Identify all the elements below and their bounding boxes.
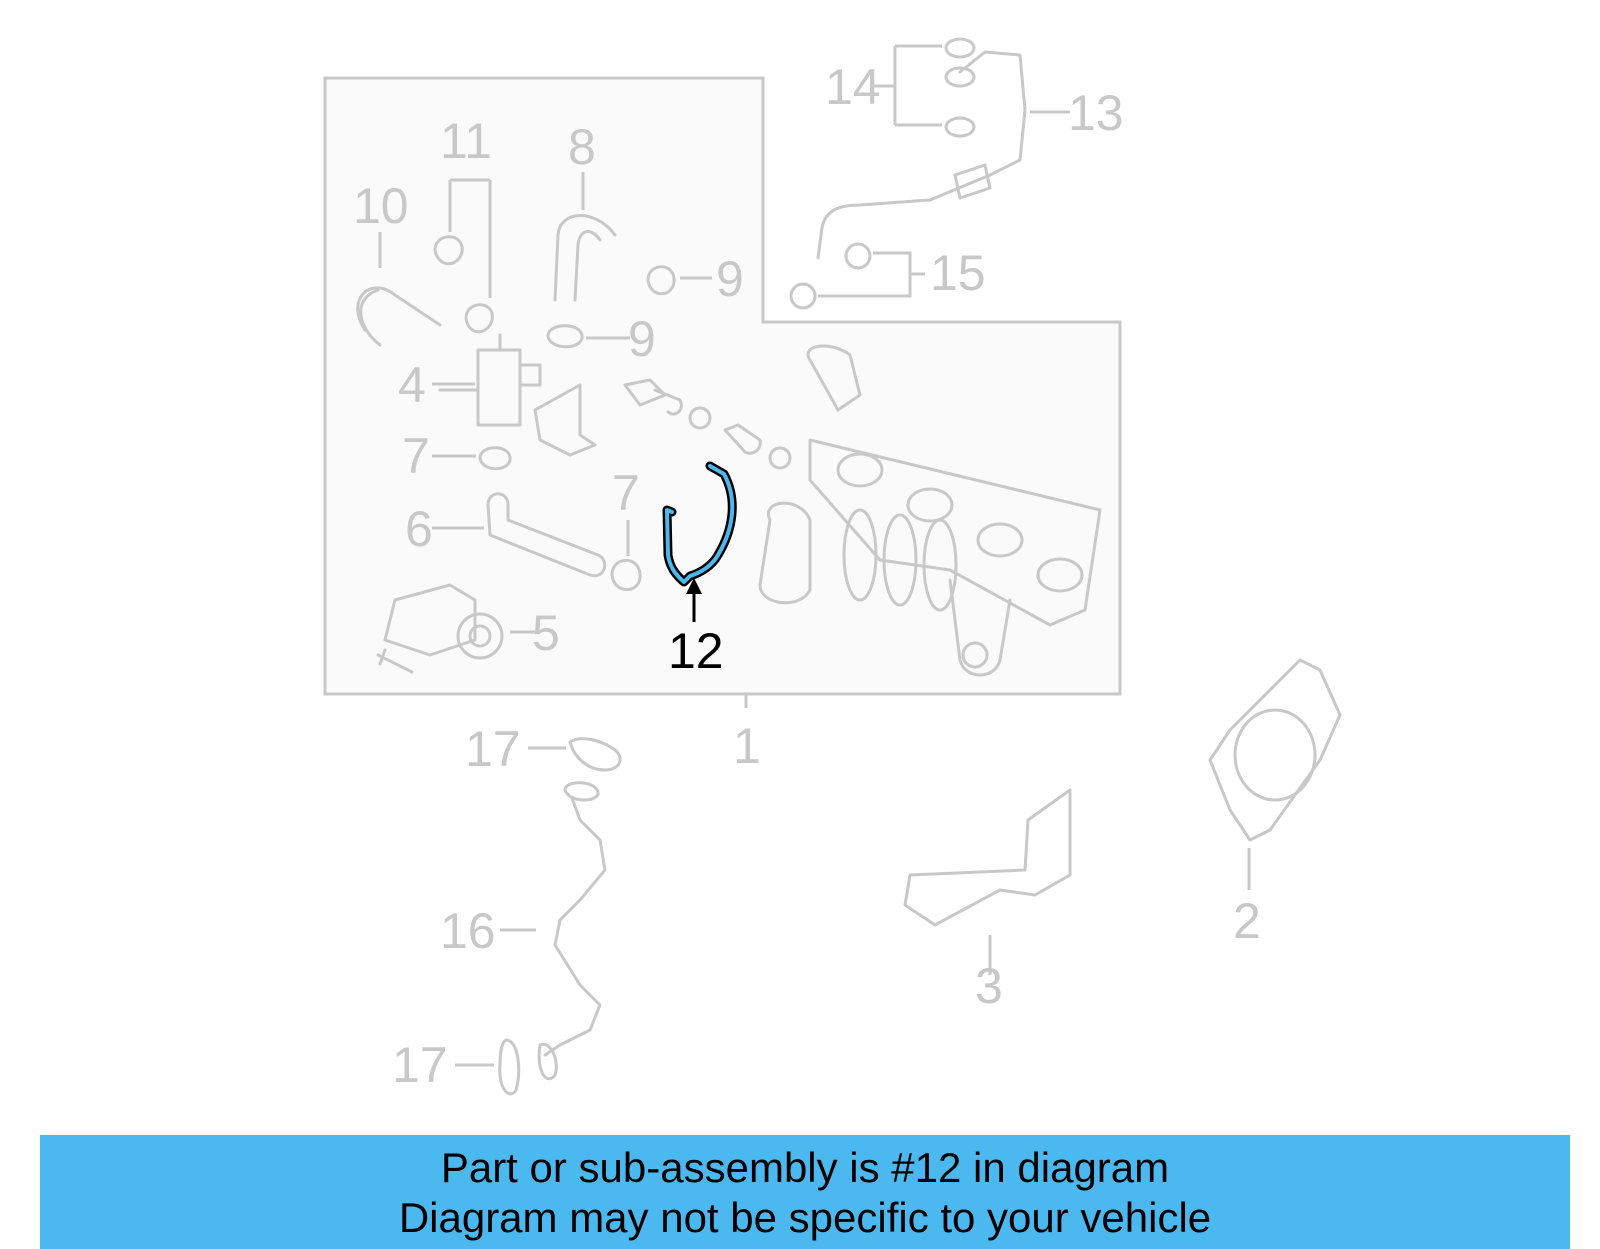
- part-14-washer-bottom: [944, 116, 976, 138]
- parts-diagram: 1 2 3 4 5 6 7 7 8 9 9 10 11 12 13 14 15 …: [323, 37, 1342, 1096]
- part-14-washer-mid: [944, 66, 976, 88]
- callout-3: 3: [975, 958, 1003, 1014]
- part-7-clamp-lower: [610, 558, 642, 592]
- callout-14: 14: [825, 59, 881, 115]
- part-14-washer-top: [944, 37, 976, 59]
- callout-16: 16: [440, 903, 496, 959]
- part-15-washer-upper: [844, 242, 872, 270]
- part-8-hose: [553, 214, 617, 302]
- callout-8: 8: [568, 119, 596, 175]
- callout-2: 2: [1233, 893, 1261, 949]
- part-3-bracket: [903, 788, 1072, 927]
- part-10-hose: [356, 286, 442, 347]
- callout-17-upper: 17: [465, 721, 521, 777]
- bracket: [533, 383, 597, 457]
- callout-1: 1: [733, 718, 761, 774]
- callout-15: 15: [930, 245, 986, 301]
- part-16-flange-bottom: [537, 1042, 558, 1081]
- part-9-clamp-upper: [646, 265, 676, 296]
- washer-2: [768, 446, 792, 470]
- part-13-oil-line: [816, 50, 1027, 260]
- callout-9-upper: 9: [716, 251, 744, 307]
- part-6-hose: [486, 492, 607, 578]
- banjo-bolt-2: [723, 423, 762, 455]
- callout-7-lower: 7: [612, 465, 640, 521]
- part-5-actuator: [376, 583, 504, 674]
- part-12-arrow: [686, 578, 702, 594]
- part-17-gasket-upper: [568, 737, 622, 772]
- banjo-bolt-1: [623, 378, 683, 416]
- banner-line-part: Part or sub-assembly is #12 in diagram: [440, 1144, 1170, 1191]
- part-11-clamp-lower: [464, 303, 494, 334]
- part-12-pipe-highlight: [665, 464, 735, 584]
- callout-5: 5: [532, 605, 560, 661]
- callout-6: 6: [405, 501, 433, 557]
- part-4-valve: [438, 333, 542, 427]
- callout-10: 10: [353, 178, 409, 234]
- washer-1: [688, 406, 712, 430]
- part-9-clamp-lower: [546, 324, 584, 349]
- part-7-clamp-upper: [478, 446, 512, 471]
- callout-12: 12: [668, 623, 724, 679]
- callout-17-lower: 17: [392, 1037, 448, 1093]
- callout-7-upper: 7: [402, 428, 430, 484]
- callout-13: 13: [1068, 85, 1124, 141]
- part-2-gasket-hole: [1233, 708, 1317, 802]
- part-16-flange-top: [563, 781, 600, 802]
- part-15-washer-lower: [789, 282, 817, 310]
- part-info-banner: Part or sub-assembly is #12 in diagram D…: [40, 1135, 1570, 1249]
- banner-line-disclaimer: Diagram may not be specific to your vehi…: [398, 1194, 1212, 1241]
- assembly-outline: [323, 76, 1122, 696]
- part-2-gasket: [1208, 658, 1342, 842]
- part-17-gasket-lower: [498, 1038, 521, 1096]
- callout-9-lower: 9: [628, 311, 656, 367]
- callout-4: 4: [398, 357, 426, 413]
- part-11-clamp-upper: [433, 235, 464, 266]
- turbocharger: [758, 344, 1102, 677]
- part-16-oil-pipe: [543, 796, 607, 1057]
- callout-11: 11: [440, 113, 492, 169]
